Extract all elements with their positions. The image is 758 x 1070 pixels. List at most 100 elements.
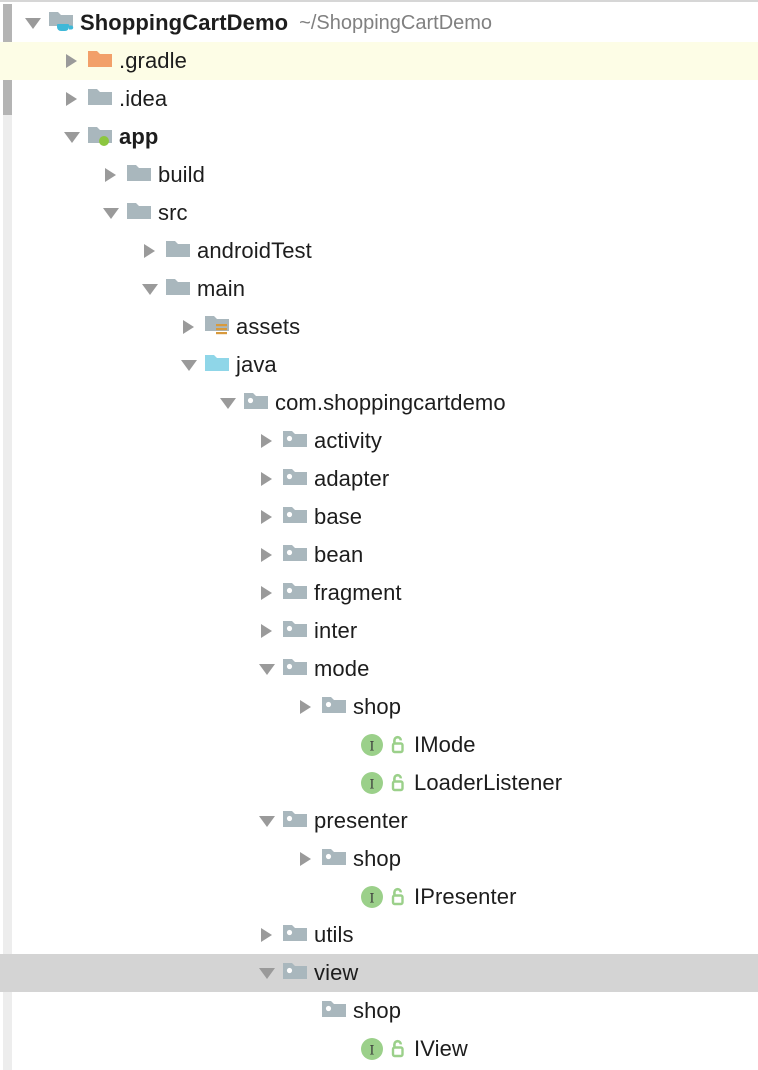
chevron-down-icon[interactable] bbox=[139, 270, 165, 308]
chevron-down-icon[interactable] bbox=[256, 954, 282, 992]
package-icon bbox=[282, 808, 310, 834]
tree-row[interactable]: .gradle bbox=[0, 42, 758, 80]
twisty-placeholder bbox=[334, 764, 360, 802]
package-icon bbox=[282, 618, 310, 644]
tree-row-label: ShoppingCartDemo bbox=[80, 10, 289, 35]
chevron-right-icon[interactable] bbox=[256, 498, 282, 536]
folder-module-java-icon bbox=[48, 10, 76, 36]
chevron-right-icon[interactable] bbox=[295, 840, 321, 878]
tree-row[interactable]: shop bbox=[0, 840, 758, 878]
tree-row[interactable]: base bbox=[0, 498, 758, 536]
folder-module-icon bbox=[87, 124, 115, 150]
tree-row-label: main bbox=[197, 276, 246, 301]
tree-row[interactable]: src bbox=[0, 194, 758, 232]
tree-row-label: base bbox=[314, 504, 363, 529]
folder-gray-icon bbox=[126, 200, 154, 226]
tree-row-label: IMode bbox=[414, 732, 476, 757]
tree-row[interactable]: I IMode bbox=[0, 726, 758, 764]
tree-row[interactable]: ShoppingCartDemo ~/ShoppingCartDemo bbox=[0, 4, 758, 42]
chevron-down-icon[interactable] bbox=[100, 194, 126, 232]
chevron-down-icon[interactable] bbox=[178, 346, 204, 384]
twisty-placeholder bbox=[334, 1030, 360, 1068]
package-icon bbox=[321, 846, 349, 872]
svg-text:I: I bbox=[369, 740, 374, 755]
tree-row-label: adapter bbox=[314, 466, 390, 491]
tree-row[interactable]: bean bbox=[0, 536, 758, 574]
tree-row[interactable]: .idea bbox=[0, 80, 758, 118]
tree-row[interactable]: inter bbox=[0, 612, 758, 650]
package-icon bbox=[282, 960, 310, 986]
tree-row-label: shop bbox=[353, 694, 402, 719]
tree-row[interactable]: fragment bbox=[0, 574, 758, 612]
tree-row[interactable]: main bbox=[0, 270, 758, 308]
chevron-down-icon[interactable] bbox=[256, 802, 282, 840]
package-icon bbox=[321, 998, 349, 1024]
tree-row-label: utils bbox=[314, 922, 354, 947]
tree-row-label: LoaderListener bbox=[414, 770, 563, 795]
tree-row-label: com.shoppingcartdemo bbox=[275, 390, 506, 415]
tree-row-label: presenter bbox=[314, 808, 408, 833]
chevron-right-icon[interactable] bbox=[256, 612, 282, 650]
tree-row[interactable]: mode bbox=[0, 650, 758, 688]
tree-row-path-suffix: ~/ShoppingCartDemo bbox=[299, 12, 493, 34]
package-icon bbox=[282, 466, 310, 492]
chevron-right-icon[interactable] bbox=[256, 536, 282, 574]
chevron-down-icon[interactable] bbox=[256, 650, 282, 688]
tree-row-label: IPresenter bbox=[414, 884, 517, 909]
tree-row-label: .gradle bbox=[119, 48, 187, 73]
chevron-right-icon[interactable] bbox=[256, 574, 282, 612]
svg-text:I: I bbox=[369, 778, 374, 793]
package-icon bbox=[282, 656, 310, 682]
tree-row-label: java bbox=[236, 352, 277, 377]
tree-row[interactable]: java bbox=[0, 346, 758, 384]
folder-orange-icon bbox=[87, 48, 115, 74]
folder-gray-icon bbox=[87, 86, 115, 112]
chevron-right-icon[interactable] bbox=[61, 80, 87, 118]
vertical-scrollbar-track[interactable] bbox=[3, 4, 12, 1070]
tree-row[interactable]: app bbox=[0, 118, 758, 156]
chevron-right-icon[interactable] bbox=[295, 688, 321, 726]
chevron-right-icon[interactable] bbox=[139, 232, 165, 270]
tree-row-label: IView bbox=[414, 1036, 468, 1061]
interface-icon: I bbox=[360, 770, 410, 796]
package-icon bbox=[321, 694, 349, 720]
chevron-right-icon[interactable] bbox=[256, 460, 282, 498]
tree-row-label: fragment bbox=[314, 580, 402, 605]
chevron-right-icon[interactable] bbox=[256, 916, 282, 954]
tree-row-label: bean bbox=[314, 542, 364, 567]
tree-row[interactable]: shop bbox=[0, 992, 758, 1030]
tree-row[interactable]: assets bbox=[0, 308, 758, 346]
tree-row[interactable]: com.shoppingcartdemo bbox=[0, 384, 758, 422]
tree-row-label: mode bbox=[314, 656, 370, 681]
folder-assets-icon bbox=[204, 314, 232, 340]
chevron-down-icon[interactable] bbox=[217, 384, 243, 422]
chevron-down-icon[interactable] bbox=[61, 118, 87, 156]
folder-gray-icon bbox=[165, 238, 193, 264]
folder-source-root-icon bbox=[204, 352, 232, 378]
twisty-placeholder bbox=[295, 992, 321, 1030]
tree-row[interactable]: presenter bbox=[0, 802, 758, 840]
tree-row[interactable]: build bbox=[0, 156, 758, 194]
chevron-right-icon[interactable] bbox=[61, 42, 87, 80]
tree-row-label: view bbox=[314, 960, 359, 985]
tree-row-label: build bbox=[158, 162, 205, 187]
tree-row[interactable]: I LoaderListener bbox=[0, 764, 758, 802]
twisty-placeholder bbox=[334, 878, 360, 916]
tree-row[interactable]: shop bbox=[0, 688, 758, 726]
chevron-right-icon[interactable] bbox=[256, 422, 282, 460]
tree-row[interactable]: utils bbox=[0, 916, 758, 954]
folder-gray-icon bbox=[126, 162, 154, 188]
tree-row[interactable]: view bbox=[0, 954, 758, 992]
tree-row[interactable]: androidTest bbox=[0, 232, 758, 270]
chevron-right-icon[interactable] bbox=[178, 308, 204, 346]
interface-icon: I bbox=[360, 732, 410, 758]
chevron-right-icon[interactable] bbox=[100, 156, 126, 194]
twisty-placeholder bbox=[334, 726, 360, 764]
tree-row[interactable]: adapter bbox=[0, 460, 758, 498]
chevron-down-icon[interactable] bbox=[22, 4, 48, 42]
tree-row-label: app bbox=[119, 124, 159, 149]
tree-row-label: shop bbox=[353, 998, 402, 1023]
tree-row[interactable]: activity bbox=[0, 422, 758, 460]
